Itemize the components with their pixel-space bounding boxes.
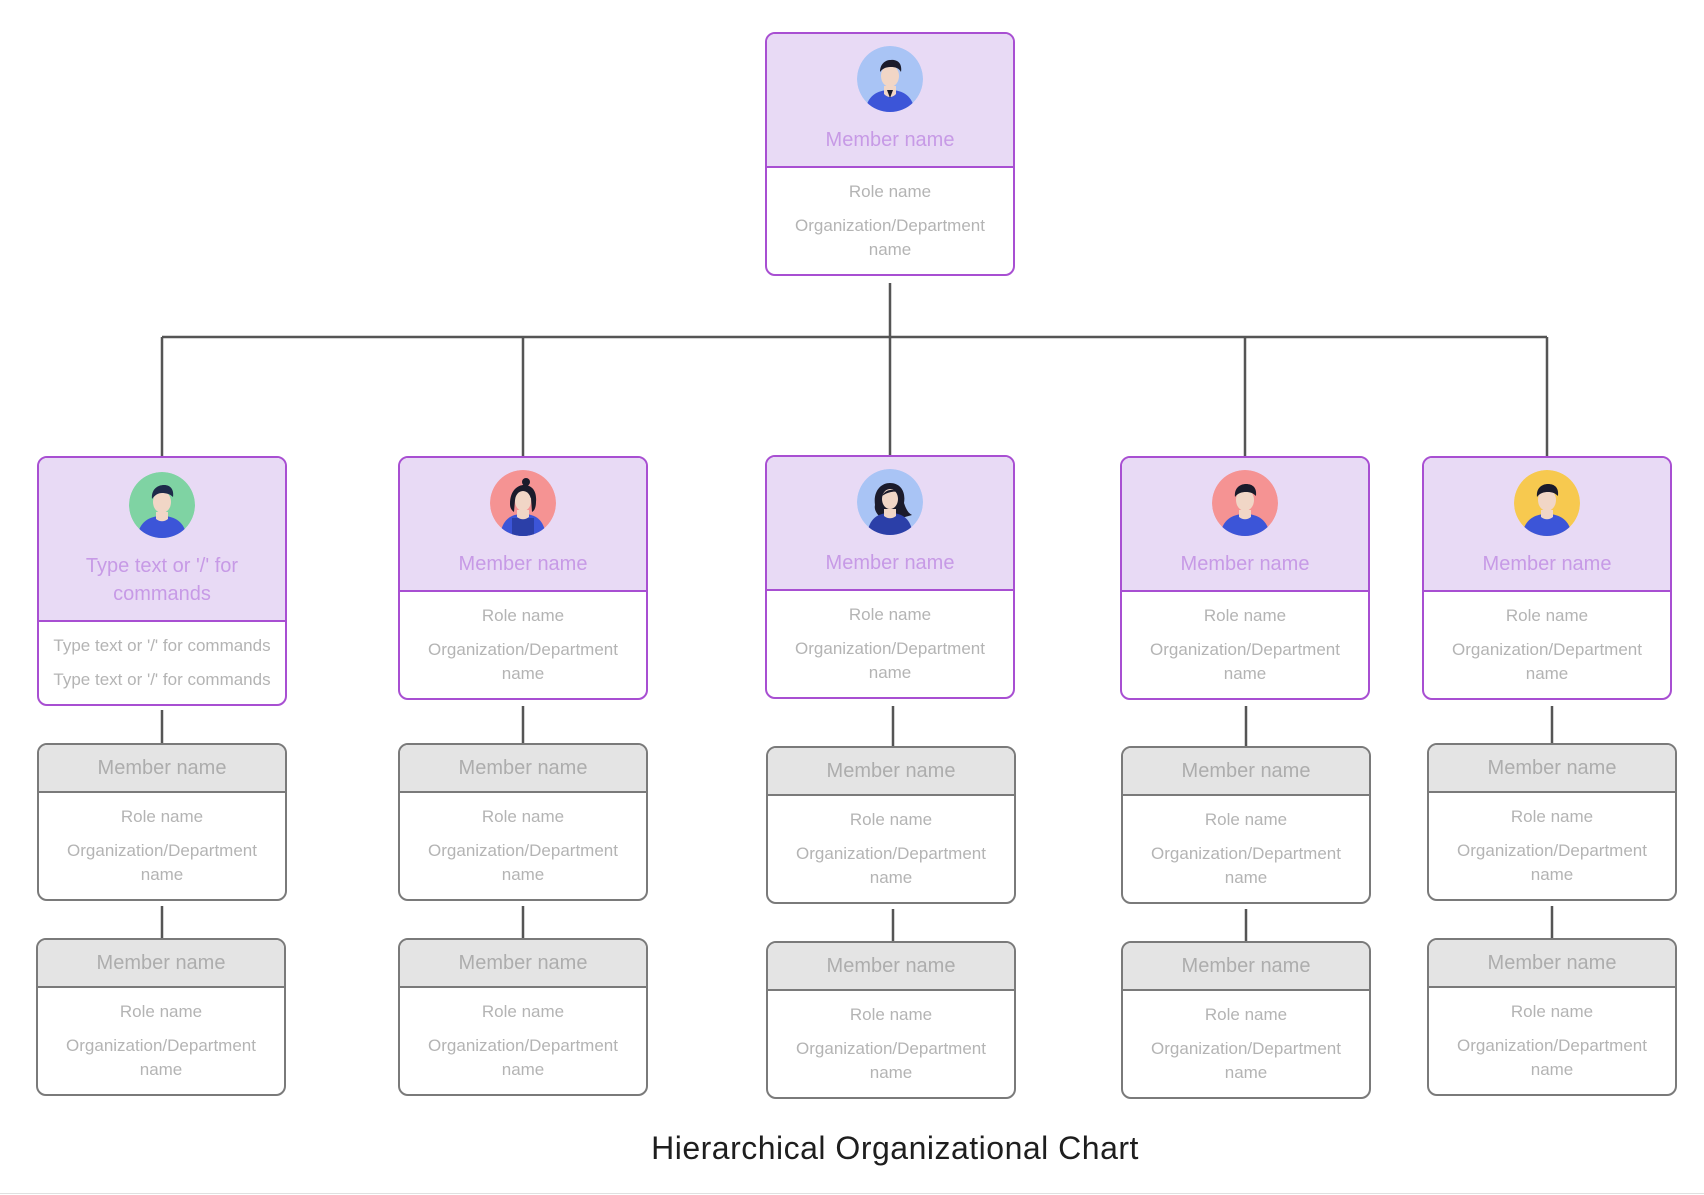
lead-card-4[interactable]: Member name Role name Organization/Depar… xyxy=(1120,456,1370,700)
role-name[interactable]: Type text or '/' for commands xyxy=(53,636,271,655)
member-card-4-1[interactable]: Member name Role name Organization/Depar… xyxy=(1121,746,1371,904)
member-name[interactable]: Type text or '/' for commands xyxy=(85,555,239,605)
member-name[interactable]: Member name xyxy=(1487,952,1617,974)
man-avatar-yellow-icon xyxy=(1514,470,1580,536)
org-name[interactable]: Organization/Department name xyxy=(428,1036,618,1079)
role-name[interactable]: Role name xyxy=(849,1005,933,1024)
role-name[interactable]: Role name xyxy=(1203,606,1287,625)
org-name[interactable]: Organization/Department name xyxy=(1457,841,1647,884)
org-name[interactable]: Organization/Department name xyxy=(67,841,257,884)
member-card-5-1[interactable]: Member name Role name Organization/Depar… xyxy=(1427,743,1677,901)
member-name[interactable]: Member name xyxy=(825,129,955,151)
man-avatar-red-icon xyxy=(1212,470,1278,536)
member-card-3-2[interactable]: Member name Role name Organization/Depar… xyxy=(766,941,1016,1099)
org-name[interactable]: Organization/Department name xyxy=(795,216,985,259)
lead-card-1[interactable]: Type text or '/' for commands Type text … xyxy=(37,456,287,706)
member-card-3-1[interactable]: Member name Role name Organization/Depar… xyxy=(766,746,1016,904)
member-name[interactable]: Member name xyxy=(1181,955,1311,977)
chart-title: Hierarchical Organizational Chart xyxy=(651,1130,1139,1166)
org-name[interactable]: Organization/Department name xyxy=(66,1036,256,1079)
role-name[interactable]: Role name xyxy=(1510,807,1594,826)
role-name[interactable]: Role name xyxy=(1204,810,1288,829)
org-name[interactable]: Organization/Department name xyxy=(1452,640,1642,683)
member-name[interactable]: Member name xyxy=(1487,757,1617,779)
member-card-2-1[interactable]: Member name Role name Organization/Depar… xyxy=(398,743,648,901)
role-name[interactable]: Role name xyxy=(481,1002,565,1021)
woman-avatar-red-icon xyxy=(490,470,556,536)
member-name[interactable]: Member name xyxy=(826,760,956,782)
member-card-2-2[interactable]: Member name Role name Organization/Depar… xyxy=(398,938,648,1096)
man-avatar-blue-icon xyxy=(857,46,923,112)
root-member-card[interactable]: Member name Role name Organization/Depar… xyxy=(765,32,1015,276)
member-card-4-2[interactable]: Member name Role name Organization/Depar… xyxy=(1121,941,1371,1099)
org-name[interactable]: Organization/Department name xyxy=(1151,1039,1341,1082)
lead-card-5[interactable]: Member name Role name Organization/Depar… xyxy=(1422,456,1672,700)
member-name[interactable]: Member name xyxy=(96,952,226,974)
role-name[interactable]: Role name xyxy=(481,807,565,826)
lead-card-2[interactable]: Member name Role name Organization/Depar… xyxy=(398,456,648,700)
org-name[interactable]: Organization/Department name xyxy=(796,1039,986,1082)
member-name[interactable]: Member name xyxy=(458,757,588,779)
member-card-1-2[interactable]: Member name Role name Organization/Depar… xyxy=(36,938,286,1096)
man-avatar-green-icon xyxy=(129,472,195,538)
role-name[interactable]: Role name xyxy=(481,606,565,625)
member-card-5-2[interactable]: Member name Role name Organization/Depar… xyxy=(1427,938,1677,1096)
role-name[interactable]: Role name xyxy=(119,1002,203,1021)
org-name[interactable]: Organization/Department name xyxy=(1457,1036,1647,1079)
org-name[interactable]: Organization/Department name xyxy=(796,844,986,887)
role-name[interactable]: Role name xyxy=(848,182,932,201)
member-name[interactable]: Member name xyxy=(97,757,227,779)
role-name[interactable]: Role name xyxy=(1505,606,1589,625)
member-name[interactable]: Member name xyxy=(458,952,588,974)
woman-avatar-blue-icon xyxy=(857,469,923,535)
role-name[interactable]: Role name xyxy=(1510,1002,1594,1021)
member-name[interactable]: Member name xyxy=(826,955,956,977)
role-name[interactable]: Role name xyxy=(849,810,933,829)
org-name[interactable]: Organization/Department name xyxy=(1150,640,1340,683)
org-name[interactable]: Organization/Department name xyxy=(1151,844,1341,887)
org-name[interactable]: Type text or '/' for commands xyxy=(53,670,271,689)
member-name[interactable]: Member name xyxy=(1181,760,1311,782)
role-name[interactable]: Role name xyxy=(1204,1005,1288,1024)
member-name[interactable]: Member name xyxy=(458,553,588,575)
role-name[interactable]: Role name xyxy=(120,807,204,826)
lead-card-3[interactable]: Member name Role name Organization/Depar… xyxy=(765,455,1015,699)
role-name[interactable]: Role name xyxy=(848,605,932,624)
member-name[interactable]: Member name xyxy=(825,552,955,574)
member-card-1-1[interactable]: Member name Role name Organization/Depar… xyxy=(37,743,287,901)
member-name[interactable]: Member name xyxy=(1180,553,1310,575)
org-name[interactable]: Organization/Department name xyxy=(428,841,618,884)
member-name[interactable]: Member name xyxy=(1482,553,1612,575)
org-name[interactable]: Organization/Department name xyxy=(795,639,985,682)
org-name[interactable]: Organization/Department name xyxy=(428,640,618,683)
bottom-divider xyxy=(0,1193,1704,1194)
